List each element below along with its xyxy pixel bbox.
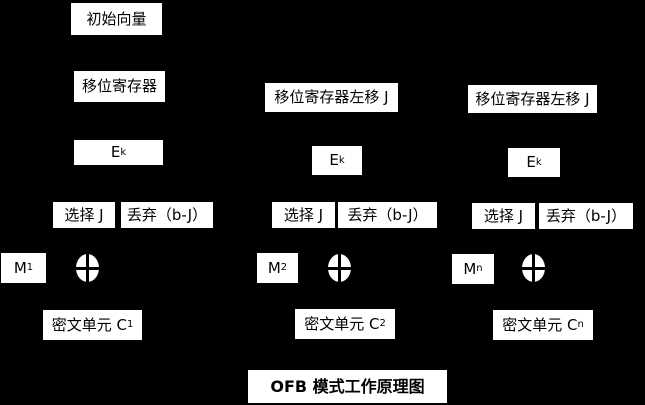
- select-j-box-2: 选择 J: [272, 202, 335, 228]
- message-label-base: M: [463, 259, 477, 278]
- shift-register-box-2: 移位寄存器左移 J: [265, 83, 398, 112]
- xor-icon-1: [76, 254, 99, 282]
- select-j-box-3: 选择 J: [472, 203, 535, 229]
- message-label-base: M: [13, 258, 27, 277]
- discard-box-2: 丢弃（b-J）: [338, 202, 437, 228]
- discard-box-1: 丢弃（b-J）: [121, 202, 213, 228]
- initial-vector-box: 初始向量: [71, 3, 162, 35]
- ciphertext-label-prefix: 密文单元 C: [502, 315, 578, 334]
- select-j-box-1: 选择 J: [53, 202, 115, 228]
- discard-box-3: 丢弃（b-J）: [539, 203, 633, 229]
- xor-icon-2: [328, 254, 351, 282]
- encryption-label-base: E: [329, 151, 339, 169]
- message-label-base: M: [267, 258, 281, 277]
- shift-register-box-1: 移位寄存器: [74, 71, 165, 102]
- encryption-label-base: E: [110, 143, 121, 161]
- xor-icon-3: [522, 254, 545, 282]
- encryption-label-base: E: [526, 153, 536, 171]
- diagram-title: OFB 模式工作原理图: [248, 370, 447, 403]
- ciphertext-label-prefix: 密文单元 C: [51, 315, 127, 334]
- ciphertext-label-prefix: 密文单元 C: [304, 314, 380, 333]
- shift-register-box-3: 移位寄存器左移 J: [468, 85, 597, 113]
